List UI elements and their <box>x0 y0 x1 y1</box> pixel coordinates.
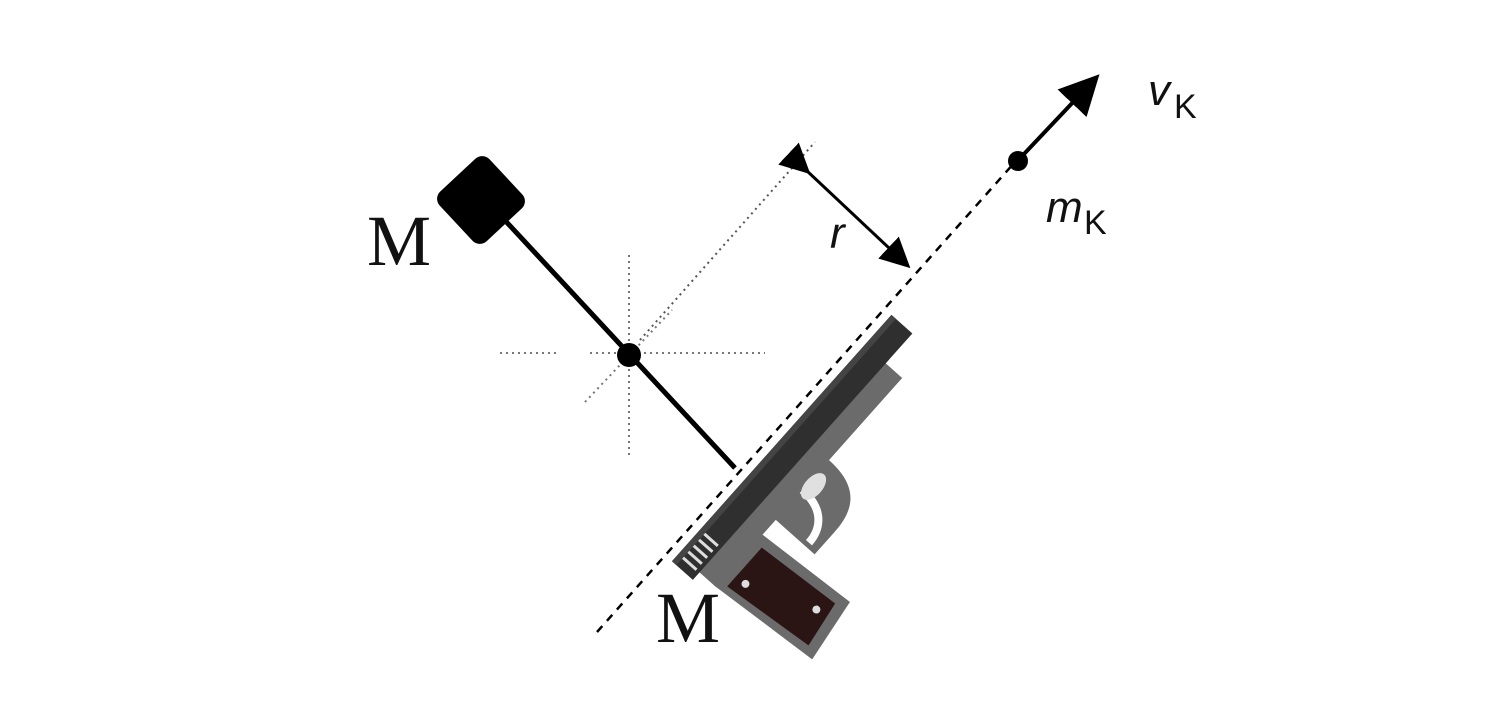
distance-arrow <box>778 142 911 269</box>
pivot-crosshair <box>500 255 765 458</box>
pendulum-rod <box>498 213 737 470</box>
pistol-icon <box>671 314 913 660</box>
bottom-mass-label: M <box>656 578 720 658</box>
velocity-arrow <box>1022 74 1100 156</box>
bullet-mass-subscript: K <box>1084 204 1107 242</box>
bullet-mass-label: m K <box>1046 183 1107 242</box>
velocity-subscript: K <box>1174 88 1197 126</box>
velocity-symbol: v <box>1148 66 1173 115</box>
bullet-mass-symbol: m <box>1046 183 1083 232</box>
pivot-point <box>617 343 641 367</box>
distance-label: r <box>830 209 847 258</box>
bullet-trajectory-line <box>596 161 1016 633</box>
top-mass-label: M <box>367 201 431 281</box>
weight-block-icon <box>437 156 525 244</box>
velocity-label: v K <box>1148 66 1197 126</box>
bullet-point <box>1008 151 1028 171</box>
reference-line <box>639 141 816 341</box>
